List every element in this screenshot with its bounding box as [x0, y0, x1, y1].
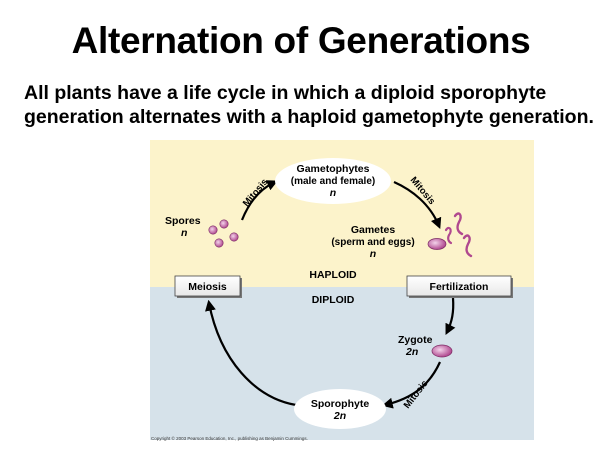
egg-cell	[427, 238, 447, 250]
spores-label: Spores	[165, 215, 201, 227]
gametophytes-sublabel: (male and female)	[291, 176, 375, 187]
sperm-cell	[444, 226, 453, 245]
zygote-label: Zygote	[398, 334, 433, 346]
gametes-ploidy: n	[370, 248, 376, 260]
meiosis-box	[174, 275, 241, 297]
gametophytes-ploidy: n	[330, 187, 336, 199]
sperm-cell	[453, 212, 464, 236]
sporophyte-ellipse	[294, 389, 386, 429]
zygote-ploidy: 2n	[405, 346, 418, 358]
mitosis-arrow-bottom	[381, 361, 442, 409]
meiosis-label: Meiosis	[188, 281, 227, 293]
gametophytes-ellipse	[275, 158, 391, 204]
fertilization-label: Fertilization	[430, 281, 489, 293]
spore-cell	[229, 232, 239, 242]
fertilization-box	[406, 275, 512, 297]
sperm-cell	[462, 234, 473, 258]
mitosis-arrow-right	[393, 180, 442, 230]
copyright-note: Copyright © 2003 Pearson Education, Inc.…	[151, 436, 308, 441]
gametes-label: Gametes	[351, 224, 396, 236]
spore-cell	[214, 238, 224, 248]
spores-ploidy: n	[181, 227, 187, 239]
haploid-label: HAPLOID	[309, 269, 357, 281]
sporophyte-ploidy: 2n	[333, 410, 346, 422]
slide-title: Alternation of Generations	[71, 20, 531, 61]
zygote-cell	[431, 344, 453, 358]
gamete-cells	[427, 212, 473, 258]
spore-cell	[219, 219, 229, 229]
intro-text: All plants have a life cycle in which a …	[24, 82, 594, 128]
sporophyte-label: Sporophyte	[311, 398, 369, 410]
fertilization-to-zygote-arrow	[445, 297, 456, 335]
sporophyte-to-meiosis-arrow	[205, 299, 297, 407]
mitosis-arrow-left	[240, 180, 278, 221]
spores-cells	[208, 219, 239, 248]
spore-cell	[208, 225, 218, 235]
life-cycle-diagram: Gametophytes (male and female) n Mitosis…	[150, 140, 534, 440]
diploid-label: DIPLOID	[312, 294, 355, 306]
gametophytes-label: Gametophytes	[297, 163, 370, 175]
gametes-sublabel: (sperm and eggs)	[331, 237, 414, 248]
